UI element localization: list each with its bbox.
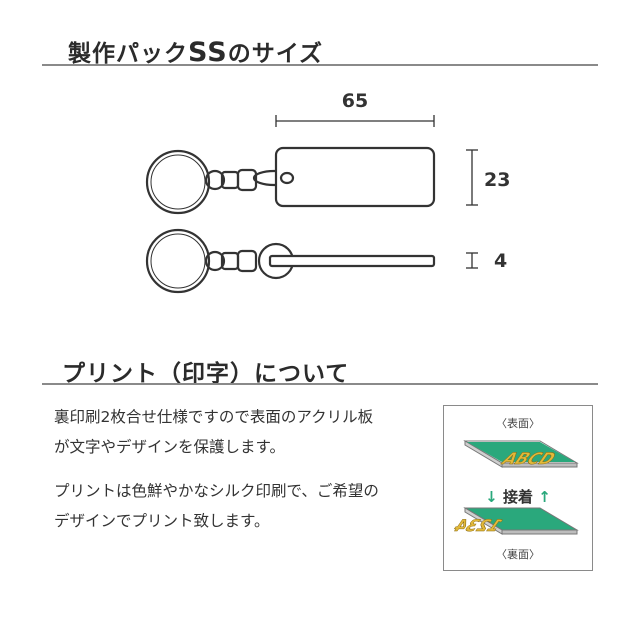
acrylic-plate-side <box>268 254 436 268</box>
arrow-down-icon: ↓ <box>485 488 498 506</box>
width-dimension-line <box>275 115 435 127</box>
title-prefix: 製作パック <box>68 41 188 67</box>
attach-indicator: ↓ 接着 ↑ <box>443 486 593 507</box>
keychain-top-view <box>145 146 436 215</box>
acrylic-plate-top <box>274 146 436 208</box>
print-description-1: 裏印刷2枚合せ仕様ですので表面のアクリル板 が文字やデザインを保護します。 <box>54 402 434 462</box>
key-ring <box>145 149 211 215</box>
thickness-dimension-line <box>466 252 478 269</box>
back-print-text: 1234 <box>449 517 507 536</box>
width-label: 65 <box>342 90 368 112</box>
para2-line2: デザインでプリント致します。 <box>54 512 270 530</box>
print-section-title: プリント（印字）について <box>62 361 350 387</box>
print-layer-illustration: 〈表面〉 〈裏面〉 <box>443 405 593 571</box>
small-ring <box>204 169 226 191</box>
section-divider-1 <box>42 64 598 66</box>
height-dimension-line <box>466 149 478 206</box>
keychain-side-view <box>145 228 436 294</box>
title-ss: SS <box>188 37 228 68</box>
title-suffix: のサイズ <box>227 41 323 67</box>
back-plate: 1234 <box>449 507 579 536</box>
front-label: 〈表面〉 <box>496 417 540 430</box>
section-divider-2 <box>42 383 598 385</box>
height-label: 23 <box>484 169 510 191</box>
para1-line1: 裏印刷2枚合せ仕様ですので表面のアクリル板 <box>54 408 374 426</box>
thickness-label: 4 <box>494 250 507 272</box>
arrow-up-icon: ↑ <box>538 488 551 506</box>
size-section-title: 製作パックSSのサイズ <box>68 34 323 68</box>
back-label: 〈裏面〉 <box>496 548 540 561</box>
plate-hole <box>279 171 295 185</box>
attach-label: 接着 <box>502 488 533 506</box>
para2-line1: プリントは色鮮やかなシルク印刷で、ご希望の <box>54 482 379 500</box>
front-plate: ABCD <box>463 440 579 469</box>
key-ring-side <box>145 228 211 294</box>
para1-line2: が文字やデザインを保護します。 <box>54 438 285 456</box>
print-description-2: プリントは色鮮やかなシルク印刷で、ご希望の デザインでプリント致します。 <box>54 476 434 536</box>
front-print-text: ABCD <box>497 450 560 469</box>
